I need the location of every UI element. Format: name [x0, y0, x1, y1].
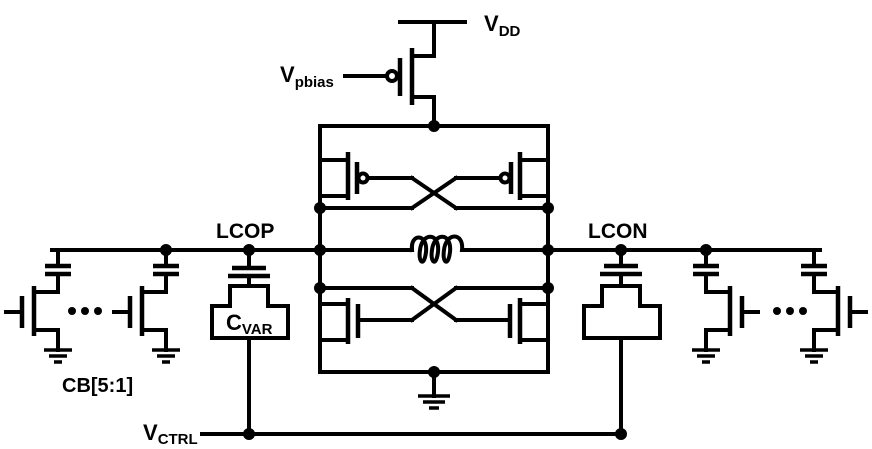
vctrl-node-left — [243, 428, 255, 440]
node-dot-bot-left — [314, 282, 326, 294]
node-dot-lcop — [314, 244, 326, 256]
node-dot-bot-right — [542, 282, 554, 294]
vctrl-label: VCTRL — [143, 420, 198, 448]
vdd-label: VDD — [484, 11, 521, 40]
varactor-left — [210, 244, 290, 436]
node-dot-top-left — [314, 202, 326, 214]
varactor-right — [582, 244, 662, 436]
cap-bank-switch-left-1 — [4, 248, 72, 364]
cap-bank-switch-right-1 — [692, 244, 760, 364]
node-dot-lcon — [542, 244, 554, 256]
ground-icon — [418, 394, 450, 410]
lcon-label: LCON — [588, 220, 648, 243]
pmos-bias-transistor — [343, 20, 467, 128]
node-dot-top-right — [542, 202, 554, 214]
ellipsis-dots-left — [68, 307, 102, 315]
vpbias-label: Vpbias — [280, 62, 334, 91]
cap-bank-switch-right-2 — [800, 248, 868, 364]
cb-label: CB[5:1] — [62, 375, 133, 397]
cap-bank-switch-left-2 — [112, 244, 180, 364]
ellipsis-dots-right — [773, 307, 807, 315]
cvar-label: CVAR — [226, 310, 273, 338]
tail-node-dot — [428, 366, 440, 378]
inductor-icon — [409, 234, 468, 264]
nmos-cross-coupled-pair — [318, 285, 550, 398]
vctrl-node-right — [615, 428, 627, 440]
lcop-label: LCOP — [216, 220, 274, 243]
